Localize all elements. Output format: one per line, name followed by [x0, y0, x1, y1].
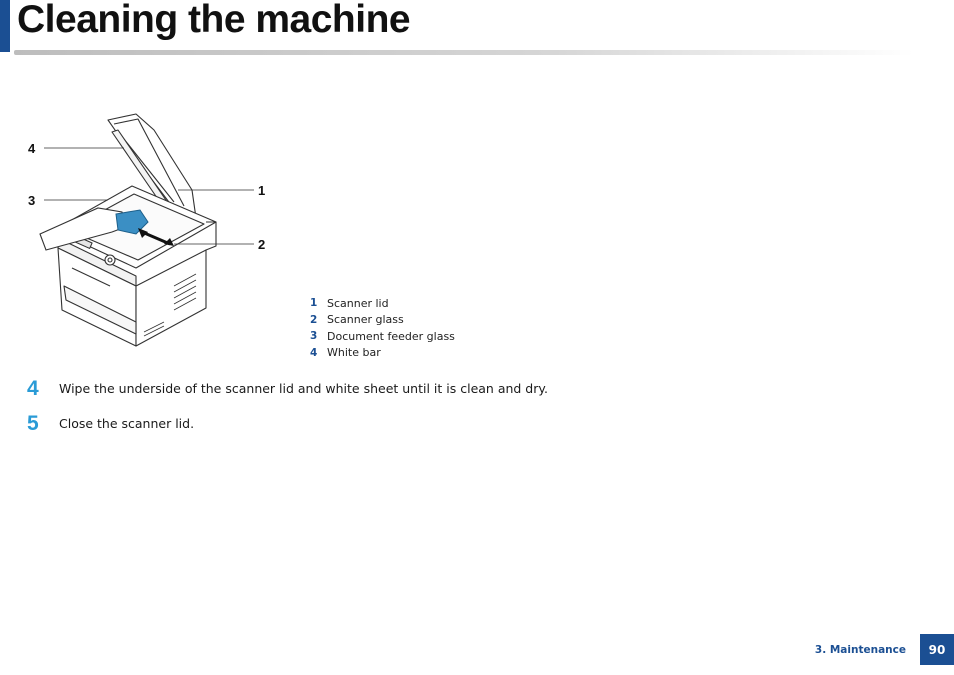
step-4: 4 Wipe the underside of the scanner lid … [27, 378, 548, 400]
legend-text: Scanner lid [327, 296, 389, 310]
footer-page-number: 90 [920, 634, 954, 665]
legend-text: White bar [327, 346, 381, 360]
legend-item: 3 Document feeder glass [310, 328, 455, 345]
legend-item: 4 White bar [310, 345, 455, 362]
cleaning-cloth [115, 209, 149, 235]
footer-section-label: 3. Maintenance [814, 644, 906, 656]
legend-text: Document feeder glass [327, 329, 455, 343]
step-text: Close the scanner lid. [59, 416, 195, 431]
motion-arrow [141, 230, 171, 246]
header-accent-bar [0, 0, 10, 52]
legend-item: 2 Scanner glass [310, 312, 455, 329]
legend-number: 3 [310, 330, 318, 343]
legend-number: 2 [310, 313, 318, 326]
callout-4: 4 [28, 141, 36, 156]
figure-legend: 1 Scanner lid 2 Scanner glass 3 Document… [310, 295, 455, 361]
legend-item: 1 Scanner lid [310, 295, 455, 312]
step-text: Wipe the underside of the scanner lid an… [59, 381, 548, 396]
callout-1: 1 [258, 183, 265, 198]
page-title: Cleaning the machine [17, 0, 411, 41]
step-number: 5 [27, 412, 39, 435]
printer-illustration: 4 3 1 2 [28, 113, 265, 347]
header-rule [14, 50, 914, 55]
callout-3: 3 [28, 193, 35, 208]
callout-2: 2 [258, 237, 265, 252]
legend-number: 4 [310, 346, 318, 359]
legend-number: 1 [310, 297, 318, 310]
step-number: 4 [27, 377, 39, 400]
step-5: 5 Close the scanner lid. [27, 413, 194, 435]
legend-text: Scanner glass [327, 313, 404, 327]
